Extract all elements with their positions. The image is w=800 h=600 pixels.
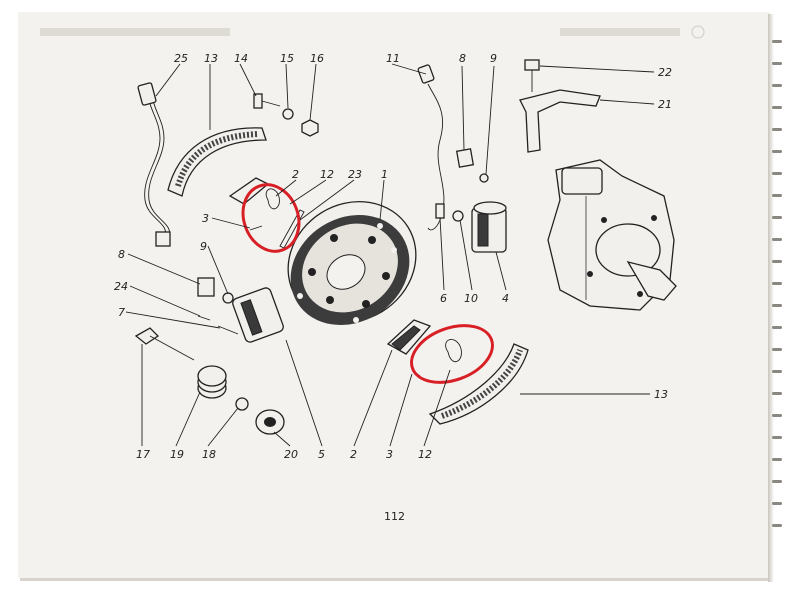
- callout-10: 10: [464, 292, 478, 305]
- callout-6: 6: [440, 292, 447, 305]
- brake-hose-25: [137, 82, 171, 247]
- bolt-14: [253, 93, 281, 109]
- callout-8: 8: [459, 52, 466, 65]
- callout-4: 4: [502, 292, 509, 305]
- piston-19: [197, 365, 227, 399]
- callout-2-lower: 2: [350, 448, 357, 461]
- page-edge-shadow: [768, 14, 774, 582]
- callout-18: 18: [202, 448, 216, 461]
- callout-17: 17: [136, 448, 150, 461]
- callout-21: 21: [658, 98, 672, 111]
- bolt-24: [197, 315, 211, 321]
- wheel-cylinder-4: [471, 201, 507, 253]
- callout-3-lower: 3: [386, 448, 393, 461]
- callout-22: 22: [658, 66, 672, 79]
- nut-16: [301, 119, 319, 137]
- callout-5: 5: [318, 448, 325, 461]
- brake-shoe-upper-13: [167, 127, 267, 197]
- bleeder-screw-8-upper: [455, 148, 475, 168]
- callout-7: 7: [118, 306, 125, 319]
- bracket-21: [519, 89, 601, 153]
- return-spring-12-lower: [445, 339, 462, 363]
- callout-12-lower: 12: [418, 448, 432, 461]
- brake-shoe-lower-13: [428, 343, 529, 425]
- callout-8-lower: 8: [118, 248, 125, 261]
- bleed-through-text: [40, 25, 705, 39]
- lower-spring-highlight: [410, 324, 494, 384]
- callout-24: 24: [114, 280, 128, 293]
- steering-knuckle: [547, 159, 677, 311]
- pin-7: [217, 325, 239, 335]
- callout-9-lower: 9: [200, 240, 207, 253]
- callout-14: 14: [234, 52, 248, 65]
- bolt-6: [435, 203, 445, 219]
- callout-1: 1: [381, 168, 388, 181]
- boot-20: [255, 409, 285, 435]
- washer-15: [282, 108, 294, 120]
- callout-20: 20: [284, 448, 298, 461]
- callout-labels: 25 13 14 15 16 11 8 9 22 21 2 12 23 1 3 …: [114, 52, 672, 461]
- shoe-plate-2-lower: [386, 319, 432, 355]
- pin-3-upper: [249, 225, 263, 231]
- leader-lines: [125, 63, 655, 447]
- push-rod-17: [134, 327, 195, 361]
- callout-3: 3: [202, 212, 209, 225]
- dust-cap-9-lower: [222, 292, 234, 304]
- return-spring-12-upper: [265, 188, 280, 210]
- callout-19: 19: [170, 448, 184, 461]
- callout-13-lower: 13: [654, 388, 668, 401]
- bolt-22: [524, 59, 540, 92]
- dust-cap-9-upper: [479, 173, 489, 183]
- spring-rod-upper: [279, 209, 305, 249]
- callout-12: 12: [320, 168, 334, 181]
- spiral-binding: [772, 40, 784, 540]
- washer-10: [452, 210, 464, 222]
- callout-15: 15: [280, 52, 294, 65]
- callout-25: 25: [174, 52, 188, 65]
- page-number: 112: [384, 510, 405, 523]
- shoe-plate-2-upper: [228, 177, 270, 205]
- seal-ring-18: [235, 397, 249, 411]
- callout-16: 16: [310, 52, 324, 65]
- bleeder-screw-8-lower: [197, 277, 215, 297]
- callout-2: 2: [292, 168, 299, 181]
- callout-23: 23: [348, 168, 362, 181]
- wheel-cylinder-5: [232, 287, 284, 343]
- callout-13: 13: [204, 52, 218, 65]
- backing-disc-1: [287, 200, 417, 325]
- callout-9: 9: [490, 52, 497, 65]
- callout-11: 11: [386, 52, 400, 65]
